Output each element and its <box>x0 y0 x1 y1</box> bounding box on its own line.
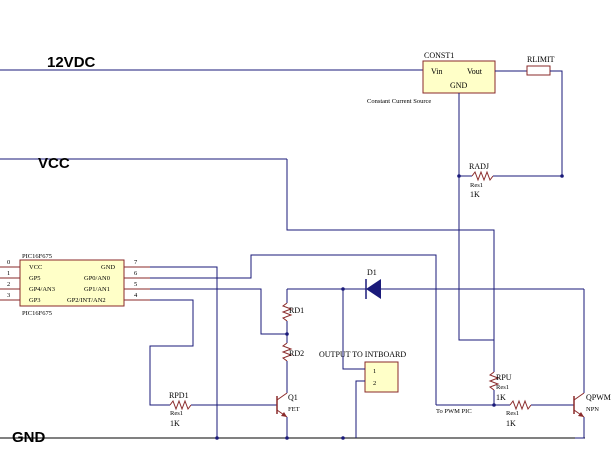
const1-body <box>422 60 496 94</box>
rpwm-resistor: Res1 1K <box>506 399 574 428</box>
output-connector: OUTPUT TO INTBOARD 1 2 <box>319 350 406 393</box>
rd1-resistor: RD1 <box>281 302 304 322</box>
rail-12vdc: 12VDC <box>0 54 423 71</box>
d1-diode: D1 <box>365 268 381 299</box>
rpu-resistor: RPU Res1 1K <box>488 371 512 405</box>
rpu-value-name: Res1 <box>496 384 509 391</box>
mcu-left-pin-label: GP5 <box>29 275 41 282</box>
const1-pin-vout: Vout <box>467 67 483 76</box>
const1-caption: Constant Current Source <box>367 98 431 105</box>
mcu-component: PIC16F675 0 1 2 3 VCC GP5 GP4/AN3 GP3 7 … <box>0 253 150 317</box>
output-title: OUTPUT TO INTBOARD <box>319 350 406 359</box>
const1-pin-gnd: GND <box>450 81 468 90</box>
rpd1-designator: RPD1 <box>169 391 189 400</box>
mcu-right-pin-num: 5 <box>134 281 137 288</box>
const1-pin-vin: Vin <box>431 67 443 76</box>
mcu-right-pin-num: 4 <box>134 292 138 299</box>
const1-component: CONST1 Vin Vout GND Constant Current Sou… <box>367 51 496 105</box>
rpu-value: 1K <box>496 393 506 402</box>
mcu-bottom-label: PIC16F675 <box>22 310 52 317</box>
mcu-left-pin-num: 0 <box>7 259 10 266</box>
qpwm-transistor: QPWM NPN <box>573 392 611 418</box>
mcu-left-pin-label: VCC <box>29 264 42 271</box>
radj-value: 1K <box>470 190 480 199</box>
radj-value-name: Res1 <box>470 182 483 189</box>
rail-gnd-label: GND <box>12 429 46 446</box>
junction-dot <box>215 436 219 440</box>
rail-vcc: VCC <box>0 155 287 172</box>
mcu-right-pin-label: GP1/AN1 <box>84 286 110 293</box>
rail-vcc-label: VCC <box>38 155 70 172</box>
rpd1-value-name: Res1 <box>170 410 183 417</box>
radj-resistor: RADJ Res1 1K <box>459 162 562 199</box>
junction-dot <box>457 174 461 178</box>
output-pin2: 2 <box>373 380 376 387</box>
mcu-left-pin-num: 2 <box>7 281 10 288</box>
output-pin1: 1 <box>373 368 376 375</box>
q1-designator: Q1 <box>288 393 298 402</box>
mcu-top-label: PIC16F675 <box>22 253 52 260</box>
q1-type: FET <box>288 406 300 413</box>
rpwm-value-name: Res1 <box>506 410 519 417</box>
mcu-left-pin-num: 3 <box>7 292 10 299</box>
rpu-designator: RPU <box>496 373 512 382</box>
const1-designator: CONST1 <box>424 51 454 60</box>
mcu-left-pin-label: GP3 <box>29 297 41 304</box>
qpwm-designator: QPWM <box>586 393 611 402</box>
q1-transistor: Q1 FET <box>276 392 300 418</box>
mcu-right-pin-label: GP0/AN0 <box>84 275 110 282</box>
qpwm-type: NPN <box>586 406 599 413</box>
mcu-left-pin-label: GP4/AN3 <box>29 286 55 293</box>
output-body <box>364 361 399 393</box>
junction-dot <box>285 436 289 440</box>
rpd1-value: 1K <box>170 419 180 428</box>
pwm-net-label: To PWM PIC <box>436 408 472 415</box>
mcu-right-pin-num: 7 <box>134 259 138 266</box>
rail-12vdc-label: 12VDC <box>47 54 96 71</box>
rd2-designator: RD2 <box>289 349 304 358</box>
rail-gnd: GND <box>0 429 585 446</box>
mcu-right-pin-label: GP2/INT/AN2 <box>67 297 106 304</box>
rpd1-resistor: RPD1 Res1 1K <box>169 391 277 428</box>
rd1-designator: RD1 <box>289 306 304 315</box>
junction-dot <box>560 174 564 178</box>
mcu-body <box>19 259 125 307</box>
d1-designator: D1 <box>367 268 377 277</box>
rlimit-body <box>526 65 551 76</box>
mcu-left-pin-num: 1 <box>7 270 10 277</box>
rd2-resistor: RD2 <box>281 342 304 362</box>
mcu-right-pin-num: 6 <box>134 270 138 277</box>
mcu-right-pin-label: GND <box>101 264 115 271</box>
rlimit-resistor: RLIMIT <box>526 55 555 76</box>
radj-designator: RADJ <box>469 162 489 171</box>
rlimit-designator: RLIMIT <box>527 55 555 64</box>
rpwm-value: 1K <box>506 419 516 428</box>
junction-dot <box>341 436 345 440</box>
junction-dot <box>285 332 289 336</box>
